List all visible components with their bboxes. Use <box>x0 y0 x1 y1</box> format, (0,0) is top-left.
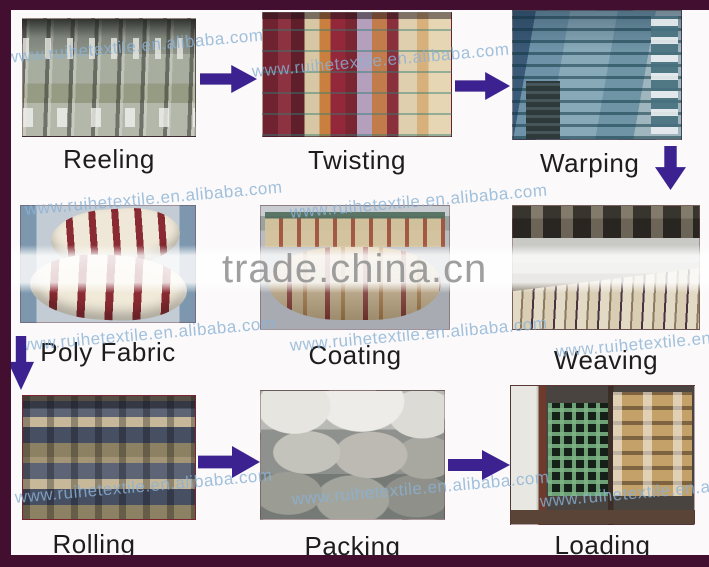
portal-watermark: trade.china.cn <box>222 247 488 291</box>
arrow-down-icon <box>8 336 34 390</box>
step-twisting: Twisting <box>262 12 452 176</box>
arrow-down-icon <box>655 146 686 190</box>
step-label-weaving: Weaving <box>553 345 659 375</box>
step-warping: Warping <box>512 10 682 179</box>
step-packing: Packing <box>260 390 445 562</box>
frame-border-bottom <box>0 555 709 567</box>
arrow-right-icon <box>455 72 510 100</box>
reeling-photo <box>22 18 196 137</box>
step-label-warping: Warping <box>540 148 640 178</box>
loading-photo <box>510 385 695 525</box>
arrow-right-icon <box>200 65 257 93</box>
step-loading: Loading <box>510 385 695 561</box>
watermark-band: trade.china.cn <box>0 245 709 293</box>
step-label-reeling: Reeling <box>63 144 155 174</box>
step-label-twisting: Twisting <box>308 145 406 175</box>
step-label-poly-fabric: Poly Fabric <box>40 337 176 367</box>
frame-border-left <box>0 0 11 567</box>
rolling-photo <box>22 395 196 520</box>
frame-border-top <box>0 0 709 10</box>
twisting-photo <box>262 12 452 137</box>
warping-photo <box>512 10 682 140</box>
step-rolling: Rolling <box>22 395 196 560</box>
arrow-right-icon <box>198 446 260 478</box>
step-label-coating: Coating <box>308 340 402 370</box>
arrow-right-icon <box>448 450 510 480</box>
step-reeling: Reeling <box>22 18 196 175</box>
packing-photo <box>260 390 445 520</box>
step-label-rolling: Rolling <box>52 529 136 559</box>
